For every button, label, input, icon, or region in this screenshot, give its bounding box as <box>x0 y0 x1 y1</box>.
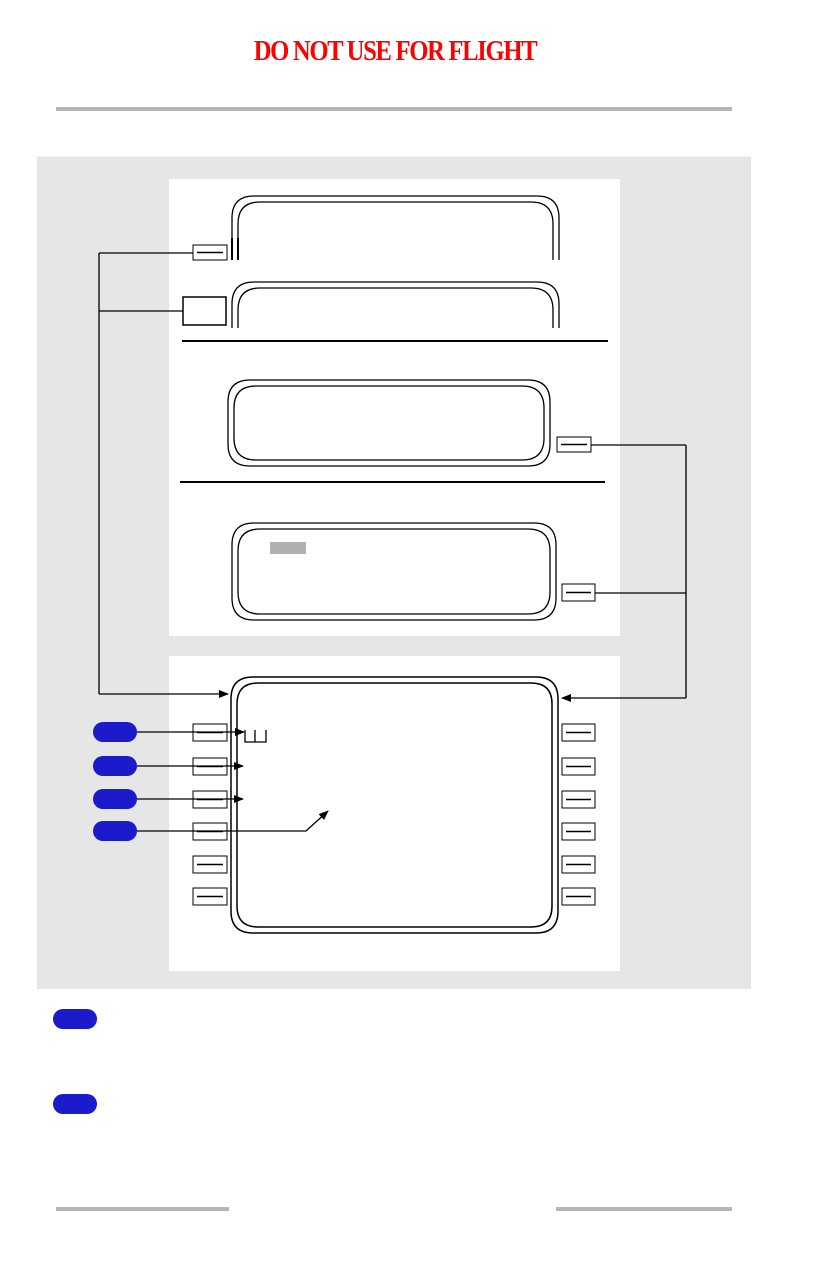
display-2 <box>231 281 560 328</box>
display-4 <box>231 522 557 621</box>
display-1 <box>231 195 560 260</box>
header-warning: DO NOT USE FOR FLIGHT <box>253 36 538 67</box>
header-rule <box>56 107 732 111</box>
right-line-select-keys[interactable] <box>561 723 596 906</box>
footer-rule-left <box>56 1207 229 1211</box>
upper-panel <box>169 179 620 636</box>
display-3 <box>227 379 551 467</box>
callout-badge-1 <box>93 722 137 742</box>
footer-rule-right <box>556 1207 732 1211</box>
entry-brackets <box>244 730 267 743</box>
callout-leaders <box>137 728 329 832</box>
note-badge-1 <box>53 1009 97 1029</box>
note-badge-2 <box>53 1094 97 1114</box>
left-line-select-keys[interactable] <box>192 723 228 906</box>
left-connector <box>98 252 229 698</box>
key-upper-2[interactable] <box>182 296 227 326</box>
lower-panel <box>169 656 620 971</box>
highlight-block <box>270 542 306 554</box>
callout-badge-3 <box>93 789 137 809</box>
main-display <box>230 676 559 934</box>
callout-badge-2 <box>93 756 137 776</box>
callout-badge-4 <box>93 821 137 841</box>
right-connector <box>561 444 687 702</box>
